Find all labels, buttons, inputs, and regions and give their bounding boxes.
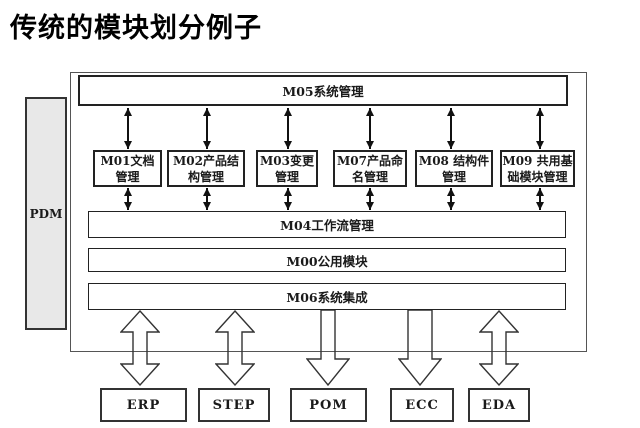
m05-system-management-bar: M05系统管理	[78, 75, 568, 106]
m06-system-integration-bar: M06系统集成	[88, 283, 566, 310]
module-box-m02: M02产品结 构管理	[167, 150, 245, 187]
m09-m04-double-arrow-icon	[536, 188, 544, 210]
m05-m01-double-arrow-icon	[124, 108, 132, 149]
external-system-step: STEP	[198, 388, 270, 422]
m04-workflow-bar: M04工作流管理	[88, 211, 566, 238]
module-m09-line2: 础模块管理	[507, 169, 568, 184]
module-m09-line1: M09 共用基	[502, 153, 573, 168]
external-system-ecc: ECC	[390, 388, 454, 422]
module-box-m08: M08 结构件 管理	[415, 150, 493, 187]
m05-m08-double-arrow-icon	[447, 108, 455, 149]
ecc-down-arrow-icon	[398, 310, 442, 386]
pdm-system-frame	[70, 72, 587, 352]
pom-down-arrow-icon	[306, 310, 350, 386]
module-box-m07: M07产品命 名管理	[333, 150, 407, 187]
m03-m04-double-arrow-icon	[284, 188, 292, 210]
module-box-m03: M03变更 管理	[256, 150, 318, 187]
external-system-eda: EDA	[468, 388, 530, 422]
m05-m09-double-arrow-icon	[536, 108, 544, 149]
module-m03-line1: M03变更	[260, 153, 314, 168]
module-m07-line2: 名管理	[351, 169, 388, 184]
m05-m07-double-arrow-icon	[366, 108, 374, 149]
erp-bidirectional-arrow-icon	[120, 310, 160, 386]
module-m08-line2: 管理	[441, 169, 466, 184]
external-system-pom: POM	[290, 388, 367, 422]
module-m03-line2: 管理	[274, 169, 299, 184]
module-m02-line1: M02产品结	[173, 153, 239, 168]
step-bidirectional-arrow-icon	[215, 310, 255, 386]
page-title: 传统的模块划分例子	[10, 13, 262, 44]
module-m02-line2: 构管理	[187, 169, 224, 184]
pdm-label: PDM	[29, 206, 63, 221]
m05-m02-double-arrow-icon	[203, 108, 211, 149]
module-m01-line2: 管理	[115, 169, 140, 184]
module-box-m09: M09 共用基 础模块管理	[500, 150, 575, 187]
module-box-m01: M01文档 管理	[93, 150, 162, 187]
m01-m04-double-arrow-icon	[124, 188, 132, 210]
m07-m04-double-arrow-icon	[366, 188, 374, 210]
external-system-erp: ERP	[100, 388, 187, 422]
m02-m04-double-arrow-icon	[203, 188, 211, 210]
module-m08-line1: M08 结构件	[418, 153, 490, 168]
m08-m04-double-arrow-icon	[447, 188, 455, 210]
pdm-box: PDM	[25, 97, 67, 330]
m00-common-module-bar: M00公用模块	[88, 248, 566, 272]
module-m01-line1: M01文档	[100, 153, 155, 168]
m05-m03-double-arrow-icon	[284, 108, 292, 149]
module-m07-line1: M07产品命	[337, 153, 403, 168]
eda-bidirectional-arrow-icon	[479, 310, 519, 386]
